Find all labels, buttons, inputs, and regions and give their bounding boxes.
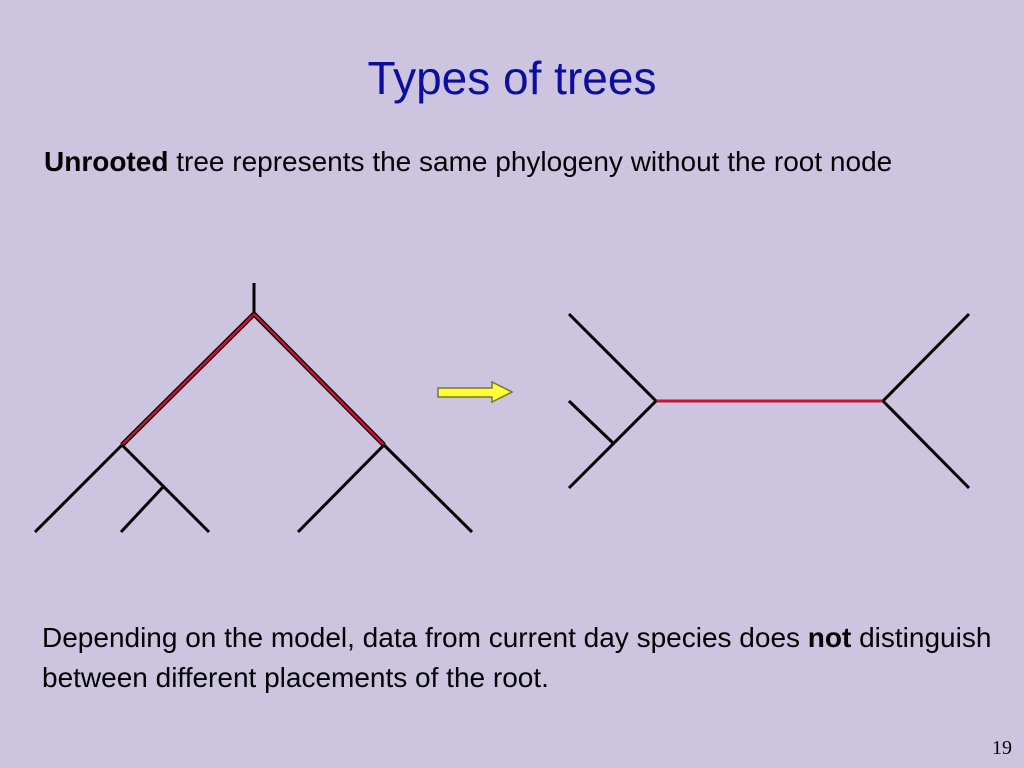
unrooted-leaf-5 xyxy=(881,399,971,490)
rooted-inner-edge xyxy=(120,443,211,534)
intro-bold-term: Unrooted xyxy=(44,146,169,177)
right-arrow-icon xyxy=(437,380,514,404)
rooted-tree xyxy=(33,283,474,534)
unrooted-leaf-1 xyxy=(567,312,658,403)
slide-number: 19 xyxy=(992,737,1012,759)
rooted-leaf-1 xyxy=(33,443,124,534)
rooted-leaf-5 xyxy=(382,443,474,534)
intro-text: Unrooted tree represents the same phylog… xyxy=(44,142,958,182)
unrooted-leaf-4 xyxy=(881,312,971,403)
rooted-leaf-2 xyxy=(119,485,165,534)
conclusion-text: Depending on the model, data from curren… xyxy=(42,618,1002,698)
rooted-edge-left-highlight xyxy=(121,313,255,446)
conclusion-start: Depending on the model, data from curren… xyxy=(42,622,808,653)
conclusion-bold-word: not xyxy=(807,622,852,653)
unrooted-inner-edge xyxy=(567,399,658,490)
slide-title: Types of trees xyxy=(367,52,657,104)
conclusion-rest: distinguish between different placements… xyxy=(42,622,992,693)
rooted-leaf-4 xyxy=(296,443,386,534)
intro-rest: tree represents the same phylogeny witho… xyxy=(168,146,893,177)
unrooted-leaf-2 xyxy=(567,399,615,445)
rooted-edge-right-highlight xyxy=(253,313,385,446)
unrooted-tree xyxy=(567,312,971,490)
